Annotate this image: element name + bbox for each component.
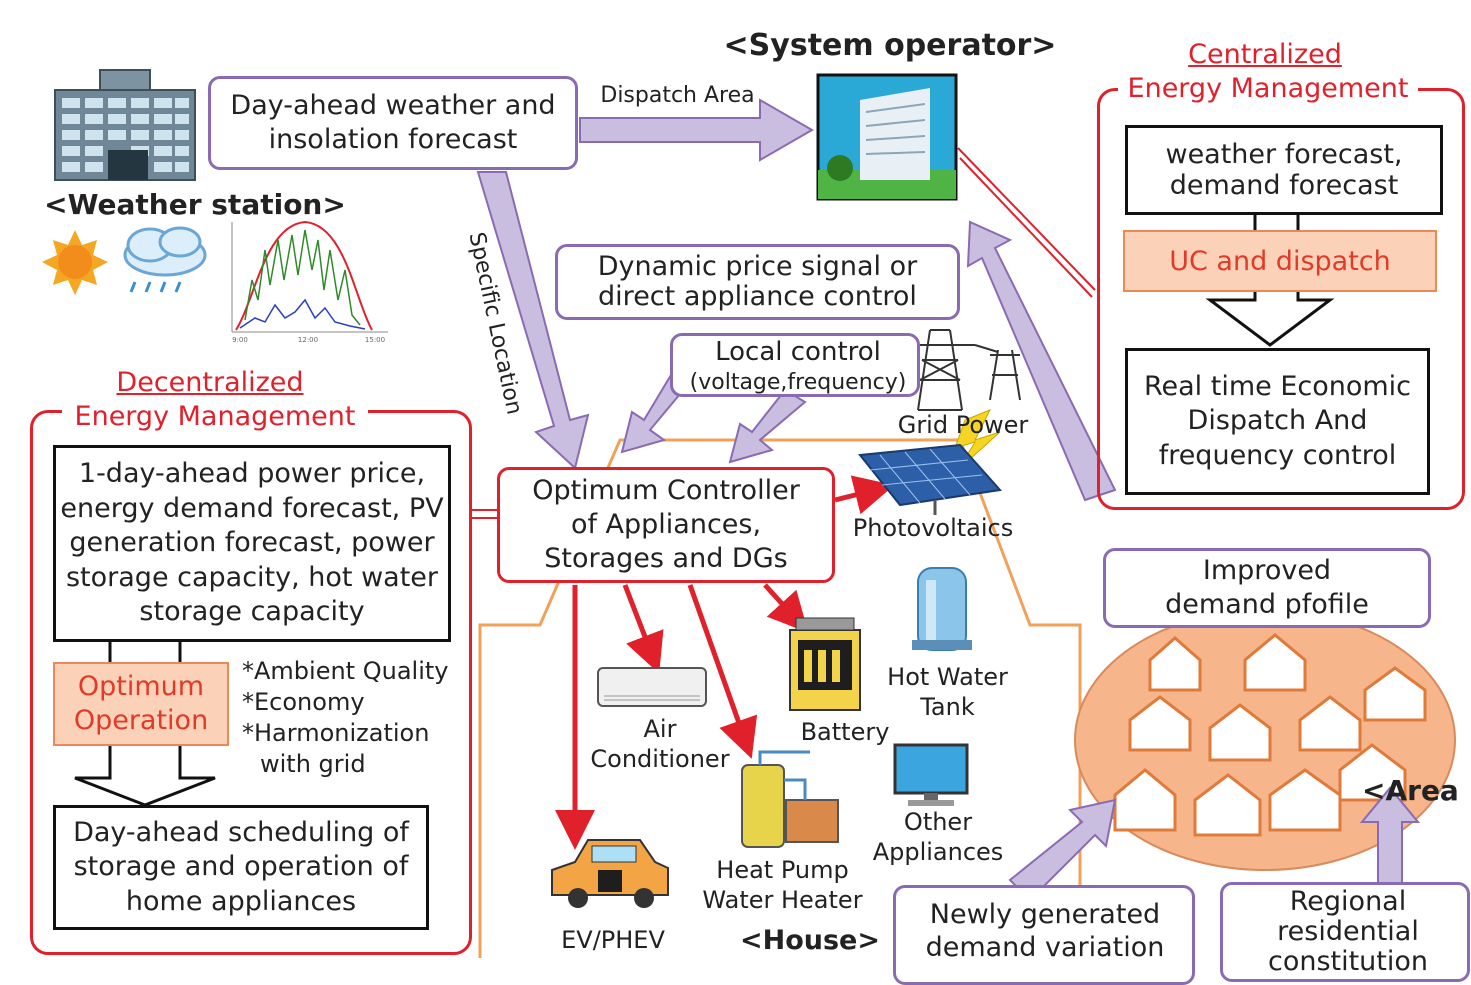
centralized-title-2: Energy Management bbox=[1118, 72, 1418, 106]
house-label: <House> bbox=[740, 925, 880, 956]
controller-text: Optimum Controller of Appliances, Storag… bbox=[532, 474, 800, 575]
hot-water-label: Hot Water Tank bbox=[887, 663, 1008, 721]
local-control-title: Local control bbox=[715, 337, 881, 367]
newly-generated-text: Newly generated demand variation bbox=[925, 899, 1165, 964]
building-icon bbox=[54, 69, 196, 181]
criteria-4: with grid bbox=[260, 750, 366, 778]
red-arrow-air-conditioner bbox=[622, 584, 664, 674]
red-arrow-battery bbox=[763, 583, 809, 633]
system-operator-label: <System operator> bbox=[723, 28, 1057, 63]
central-forecast-text: weather forecast, demand forecast bbox=[1165, 139, 1403, 201]
red-arrow-heat-pump bbox=[687, 584, 758, 759]
newly-generated-box: Newly generated demand variation bbox=[893, 885, 1195, 985]
grid-power-label: Grid Power bbox=[897, 411, 1029, 439]
uc-dispatch-box: UC and dispatch bbox=[1123, 230, 1437, 292]
pv-label: Photovoltaics bbox=[852, 514, 1014, 542]
decentral-forecast-text: 1-day-ahead power price, energy demand f… bbox=[60, 458, 444, 628]
rain-cloud-icon bbox=[123, 226, 207, 293]
heat-pump-label: Heat Pump Water Heater bbox=[702, 856, 863, 914]
improved-demand-box: Improved demand pfofile bbox=[1103, 548, 1431, 628]
red-double-line-decentral bbox=[472, 509, 500, 519]
area-label: <Area bbox=[1362, 774, 1459, 807]
decentralized-title-2: Energy Management bbox=[62, 400, 368, 434]
scheduling-text: Day-ahead scheduling of storage and oper… bbox=[73, 816, 409, 917]
battery-label: Battery bbox=[800, 718, 890, 746]
arrow-regional-to-area bbox=[1359, 786, 1421, 886]
sun-icon bbox=[42, 230, 108, 295]
hot-water-tank-icon bbox=[912, 567, 972, 651]
realtime-dispatch-text: Real time Economic Dispatch And frequenc… bbox=[1143, 371, 1412, 471]
regional-box: Regional residential constitution bbox=[1220, 882, 1470, 982]
other-appliances-label: Other Appliances bbox=[872, 808, 1004, 866]
realtime-dispatch-box: Real time Economic Dispatch And frequenc… bbox=[1125, 348, 1430, 495]
arrow-dispatch-area bbox=[579, 98, 815, 162]
air-conditioner-label: Air Conditioner bbox=[590, 715, 730, 773]
central-down-arrow bbox=[1205, 292, 1335, 347]
monitor-icon bbox=[893, 743, 969, 806]
area-houses bbox=[1113, 633, 1427, 837]
forecast-box-text: Day-ahead weather and insolation forecas… bbox=[230, 90, 556, 155]
chart-tick-3: 15:00 bbox=[364, 336, 386, 344]
dispatch-area-label: Dispatch Area bbox=[600, 83, 755, 108]
improved-demand-text: Improved demand pfofile bbox=[1165, 555, 1369, 620]
insolation-chart bbox=[231, 220, 388, 333]
local-control-box: Local control (voltage,frequency) bbox=[670, 333, 920, 397]
arrow-specific-location bbox=[476, 171, 590, 470]
system-operator-image bbox=[816, 73, 958, 201]
solar-panel-icon bbox=[858, 443, 1002, 515]
diagram-graphics bbox=[42, 69, 1456, 958]
red-double-line-operator bbox=[957, 147, 1096, 298]
red-arrow-pv bbox=[834, 475, 895, 515]
air-conditioner-icon bbox=[597, 667, 707, 707]
arrow-local-control-right bbox=[728, 388, 807, 464]
forecast-box: Day-ahead weather and insolation forecas… bbox=[208, 76, 578, 170]
local-control-sub: (voltage,frequency) bbox=[689, 370, 907, 395]
criteria-3: *Harmonization bbox=[242, 719, 430, 747]
ev-car-icon bbox=[551, 839, 669, 908]
criteria-1: *Ambient Quality bbox=[242, 657, 449, 685]
centralized-title-1: Centralized bbox=[1188, 39, 1342, 70]
controller-box: Optimum Controller of Appliances, Storag… bbox=[497, 467, 835, 583]
chart-tick-1: 9:00 bbox=[232, 336, 248, 344]
decentralized-title-1: Decentralized bbox=[116, 367, 304, 398]
dynamic-price-text: Dynamic price signal or direct appliance… bbox=[597, 250, 918, 312]
house-outline bbox=[478, 438, 1082, 958]
weather-station-label: <Weather station> bbox=[44, 188, 346, 221]
decentral-forecast-box: 1-day-ahead power price, energy demand f… bbox=[53, 445, 451, 642]
optimum-operation-box: Optimum Operation bbox=[53, 662, 229, 746]
central-forecast-box: weather forecast, demand forecast bbox=[1125, 125, 1443, 215]
dynamic-price-box: Dynamic price signal or direct appliance… bbox=[555, 244, 960, 320]
scheduling-box: Day-ahead scheduling of storage and oper… bbox=[53, 805, 429, 930]
uc-dispatch-text: UC and dispatch bbox=[1169, 245, 1391, 277]
regional-text: Regional residential constitution bbox=[1267, 886, 1429, 978]
heat-pump-icon bbox=[741, 750, 839, 848]
ev-label: EV/PHEV bbox=[561, 926, 665, 954]
battery-icon bbox=[789, 617, 861, 711]
optimum-operation-text: Optimum Operation bbox=[73, 671, 209, 736]
arrow-house-to-operator bbox=[966, 220, 1117, 502]
criteria-2: *Economy bbox=[242, 688, 365, 716]
chart-tick-2: 12:00 bbox=[297, 336, 319, 344]
